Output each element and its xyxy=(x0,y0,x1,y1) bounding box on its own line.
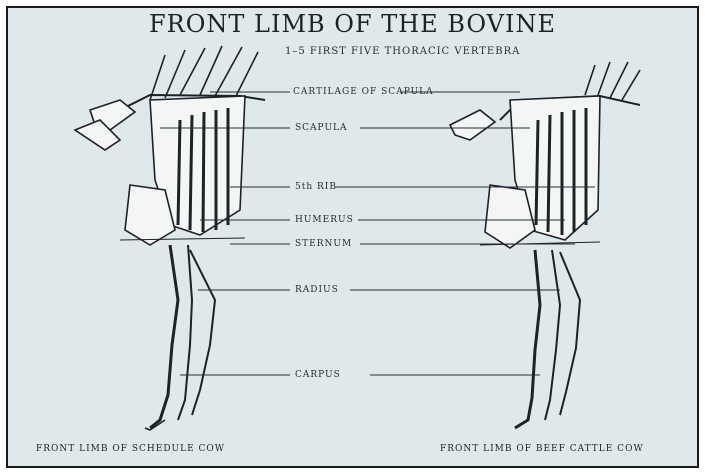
label-scapular-cartilage: CARTILAGE OF SCAPULA xyxy=(293,87,434,97)
label-scapula: SCAPULA xyxy=(295,123,348,133)
caption-right: FRONT LIMB OF BEEF CATTLE COW xyxy=(440,444,644,454)
caption-left: FRONT LIMB OF SCHEDULE COW xyxy=(36,444,225,454)
diagram-title: FRONT LIMB OF THE BOVINE xyxy=(0,10,705,38)
label-humerus: HUMERUS xyxy=(295,215,354,225)
label-carpus: CARPUS xyxy=(295,370,341,380)
label-sternum: STERNUM xyxy=(295,239,352,249)
label-fifth-rib: 5th RIB xyxy=(295,182,337,192)
left-skeleton xyxy=(75,46,265,430)
label-radius: RADIUS xyxy=(295,285,339,295)
right-skeleton xyxy=(450,62,640,428)
diagram-subtitle: 1–5 FIRST FIVE THORACIC VERTEBRA xyxy=(285,46,520,57)
